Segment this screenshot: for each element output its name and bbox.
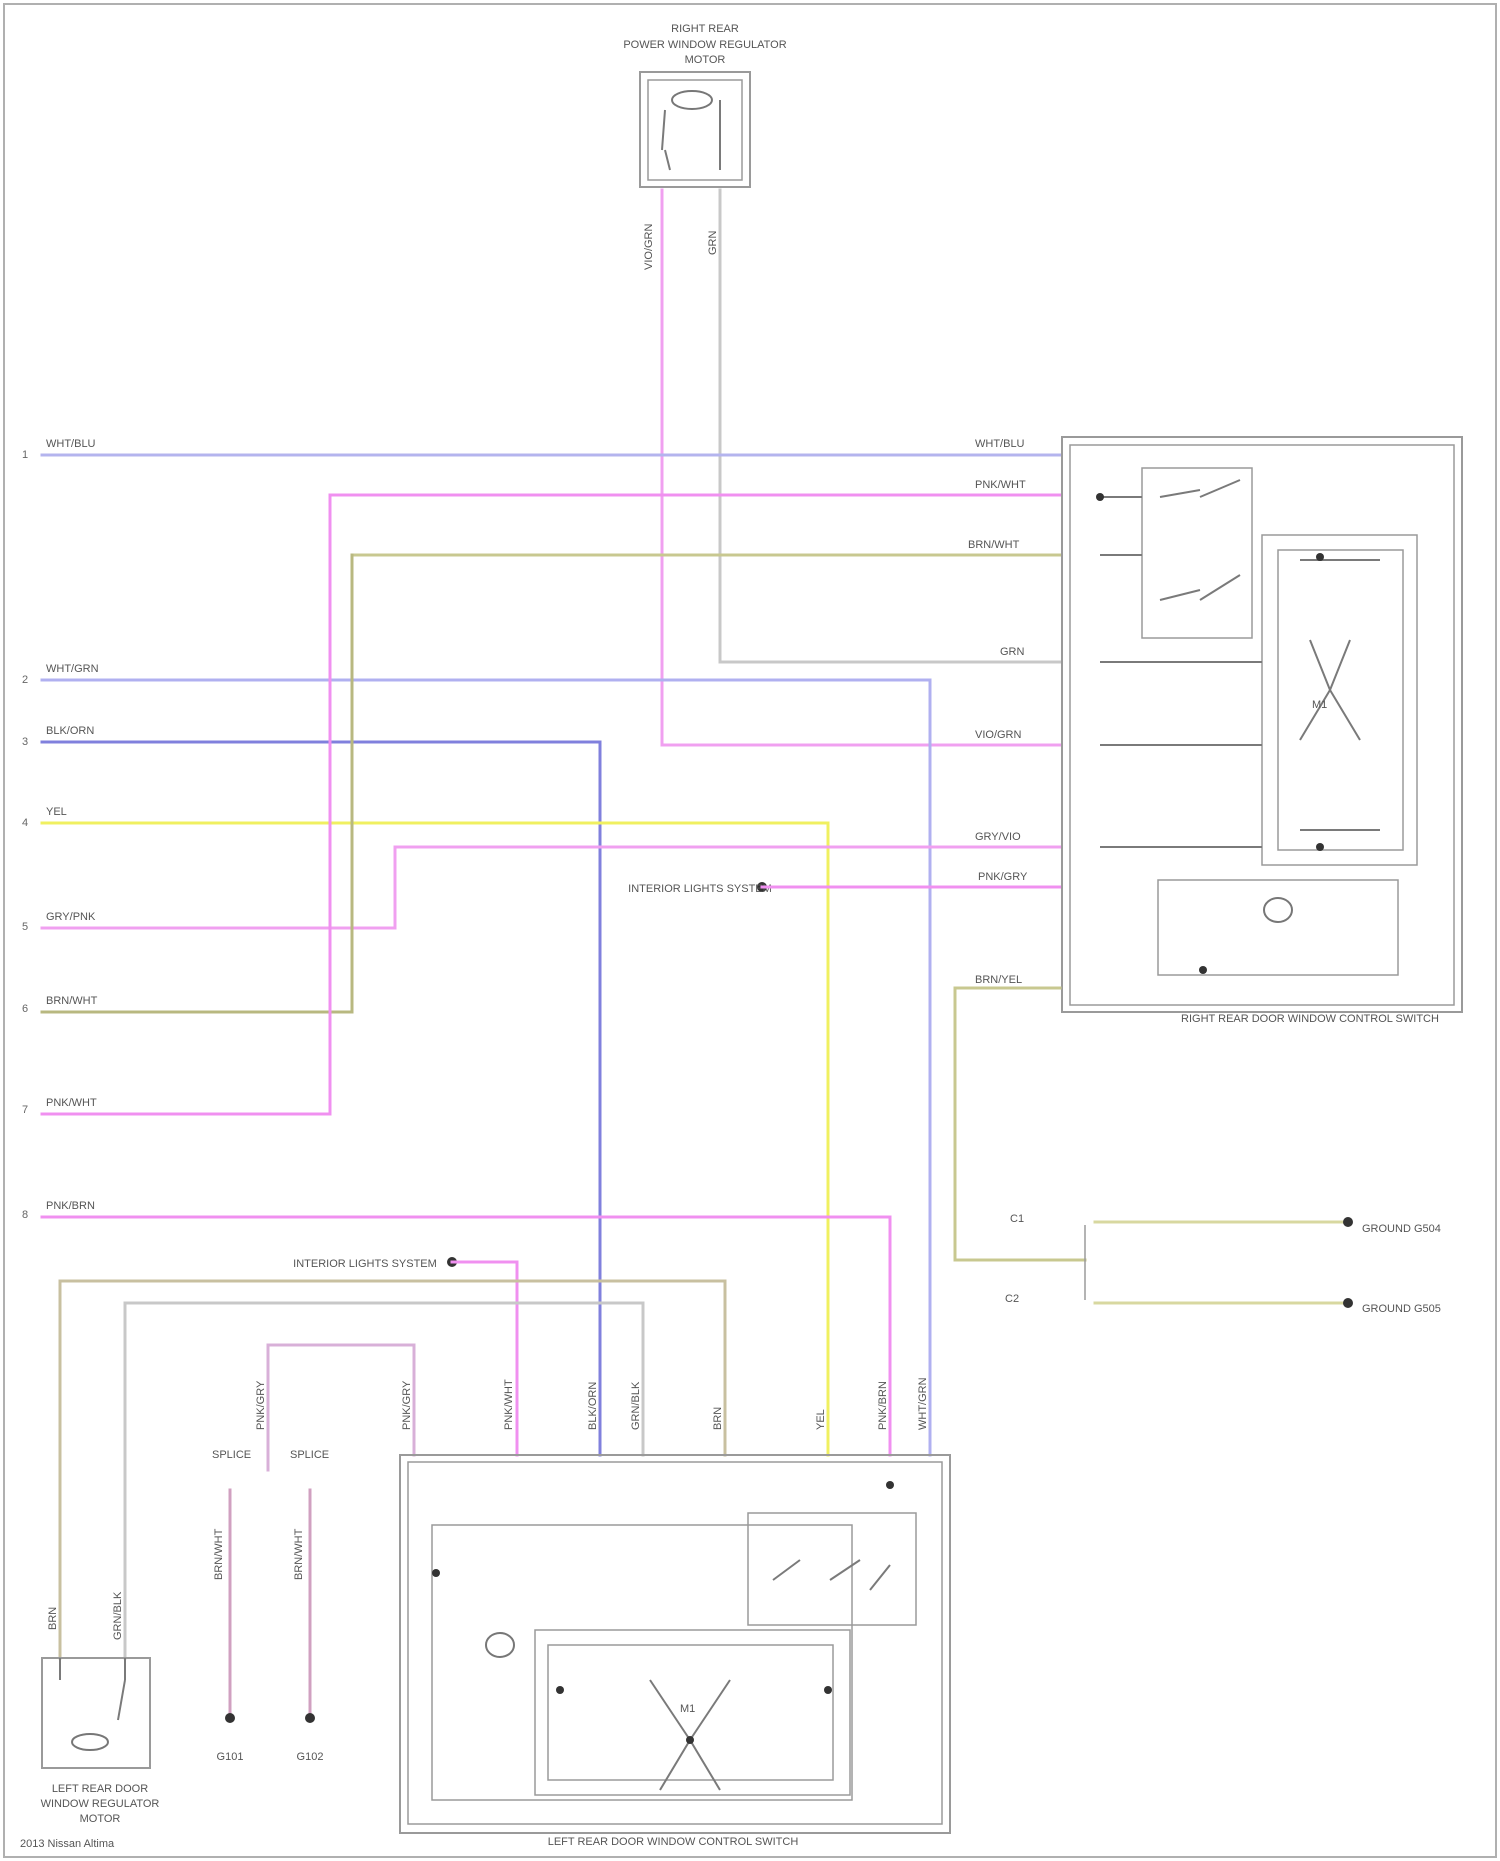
- label-w7: PNK/WHT: [46, 1097, 97, 1109]
- ground-section: C1 C2 GROUND G504 GROUND G505: [1005, 1213, 1441, 1315]
- left-rear-door-window-regulator-motor: BRN GRN/BLK LEFT REAR DOOR WINDOW REGULA…: [41, 1591, 160, 1825]
- left-switch-title: LEFT REAR DOOR WINDOW CONTROL SWITCH: [548, 1836, 799, 1848]
- svg-text:G101: G101: [217, 1751, 244, 1763]
- label-r8: BRN/YEL: [975, 974, 1022, 986]
- label-t1: VIO/GRN: [643, 223, 655, 270]
- motor-icon: [672, 91, 712, 109]
- label-w3: BLK/ORN: [46, 725, 94, 737]
- svg-text:BRN/WHT: BRN/WHT: [213, 1528, 225, 1580]
- svg-text:SPLICE: SPLICE: [290, 1449, 329, 1461]
- left-terminal-numbers: 1 2 3 4 5 6 7 8: [22, 449, 28, 1221]
- terminal-7: 7: [22, 1104, 28, 1116]
- svg-text:BRN/WHT: BRN/WHT: [293, 1528, 305, 1580]
- label-r2: PNK/WHT: [975, 479, 1026, 491]
- terminal-8: 8: [22, 1209, 28, 1221]
- diagram-border: [4, 4, 1496, 1857]
- label-r1: WHT/BLU: [975, 438, 1025, 450]
- label-r7: PNK/GRY: [978, 871, 1028, 883]
- svg-text:PNK/BRN: PNK/BRN: [877, 1381, 889, 1430]
- svg-text:M1: M1: [680, 1703, 695, 1715]
- right-switch-pin-labels: WHT/BLU PNK/WHT BRN/WHT GRN VIO/GRN GRY/…: [968, 438, 1028, 986]
- right-switch-inner-label: M1: [1312, 699, 1327, 711]
- interior-light-right-label: INTERIOR LIGHTS SYSTEM: [628, 883, 772, 895]
- label-r6: GRY/VIO: [975, 831, 1021, 843]
- interior-light-left-label: INTERIOR LIGHTS SYSTEM: [293, 1258, 437, 1270]
- ground-b-conn: C2: [1005, 1293, 1019, 1305]
- left-grounds: SPLICE SPLICE BRN/WHT BRN/WHT G101 G102: [212, 1449, 329, 1763]
- terminal-1: 1: [22, 449, 28, 461]
- terminal-5: 5: [22, 921, 28, 933]
- label-w8: PNK/BRN: [46, 1200, 95, 1212]
- right-motor-title-2: POWER WINDOW REGULATOR: [623, 39, 786, 51]
- svg-text:PNK/WHT: PNK/WHT: [503, 1379, 515, 1430]
- svg-text:PNK/GRY: PNK/GRY: [255, 1380, 267, 1430]
- svg-text:WINDOW REGULATOR: WINDOW REGULATOR: [41, 1798, 160, 1810]
- motor-icon: [72, 1734, 108, 1750]
- svg-text:MOTOR: MOTOR: [80, 1813, 121, 1825]
- label-w6: BRN/WHT: [46, 995, 98, 1007]
- svg-text:WHT/GRN: WHT/GRN: [917, 1377, 929, 1430]
- right-rear-door-window-control-switch: M1 RIGHT REAR DOOR WINDOW CONTROL SWITCH: [1062, 437, 1462, 1025]
- terminal-2: 2: [22, 674, 28, 686]
- right-switch-title: RIGHT REAR DOOR WINDOW CONTROL SWITCH: [1181, 1013, 1439, 1025]
- svg-text:LEFT REAR DOOR: LEFT REAR DOOR: [52, 1783, 148, 1795]
- svg-text:GRN/BLK: GRN/BLK: [112, 1591, 124, 1640]
- footer-text: 2013 Nissan Altima: [20, 1838, 115, 1850]
- svg-text:SPLICE: SPLICE: [212, 1449, 251, 1461]
- label-r3: BRN/WHT: [968, 539, 1020, 551]
- svg-text:GRN/BLK: GRN/BLK: [630, 1381, 642, 1430]
- label-w2: WHT/GRN: [46, 663, 99, 675]
- svg-text:G102: G102: [297, 1751, 324, 1763]
- label-r4: GRN: [1000, 646, 1025, 658]
- label-w5: GRY/PNK: [46, 911, 96, 923]
- svg-text:BLK/ORN: BLK/ORN: [587, 1382, 599, 1430]
- right-rear-window-motor: RIGHT REAR POWER WINDOW REGULATOR MOTOR: [623, 23, 786, 187]
- right-motor-title-3: MOTOR: [685, 54, 726, 66]
- label-t2: GRN: [707, 231, 719, 256]
- label-r5: VIO/GRN: [975, 729, 1022, 741]
- ground-a-conn: C1: [1010, 1213, 1024, 1225]
- svg-text:PNK/GRY: PNK/GRY: [401, 1380, 413, 1430]
- left-rear-door-window-control-switch: M1 LEFT REAR DOOR WINDOW CONTROL SWITCH: [400, 1455, 950, 1848]
- right-motor-title-1: RIGHT REAR: [671, 23, 739, 35]
- svg-text:BRN: BRN: [47, 1607, 59, 1630]
- label-w4: YEL: [46, 806, 67, 818]
- ground-a-label: GROUND G504: [1362, 1223, 1441, 1235]
- terminal-4: 4: [22, 817, 28, 829]
- svg-text:YEL: YEL: [815, 1409, 827, 1430]
- label-w1: WHT/BLU: [46, 438, 96, 450]
- terminal-6: 6: [22, 1003, 28, 1015]
- svg-text:BRN: BRN: [712, 1407, 724, 1430]
- terminal-3: 3: [22, 736, 28, 748]
- ground-b-label: GROUND G505: [1362, 1303, 1441, 1315]
